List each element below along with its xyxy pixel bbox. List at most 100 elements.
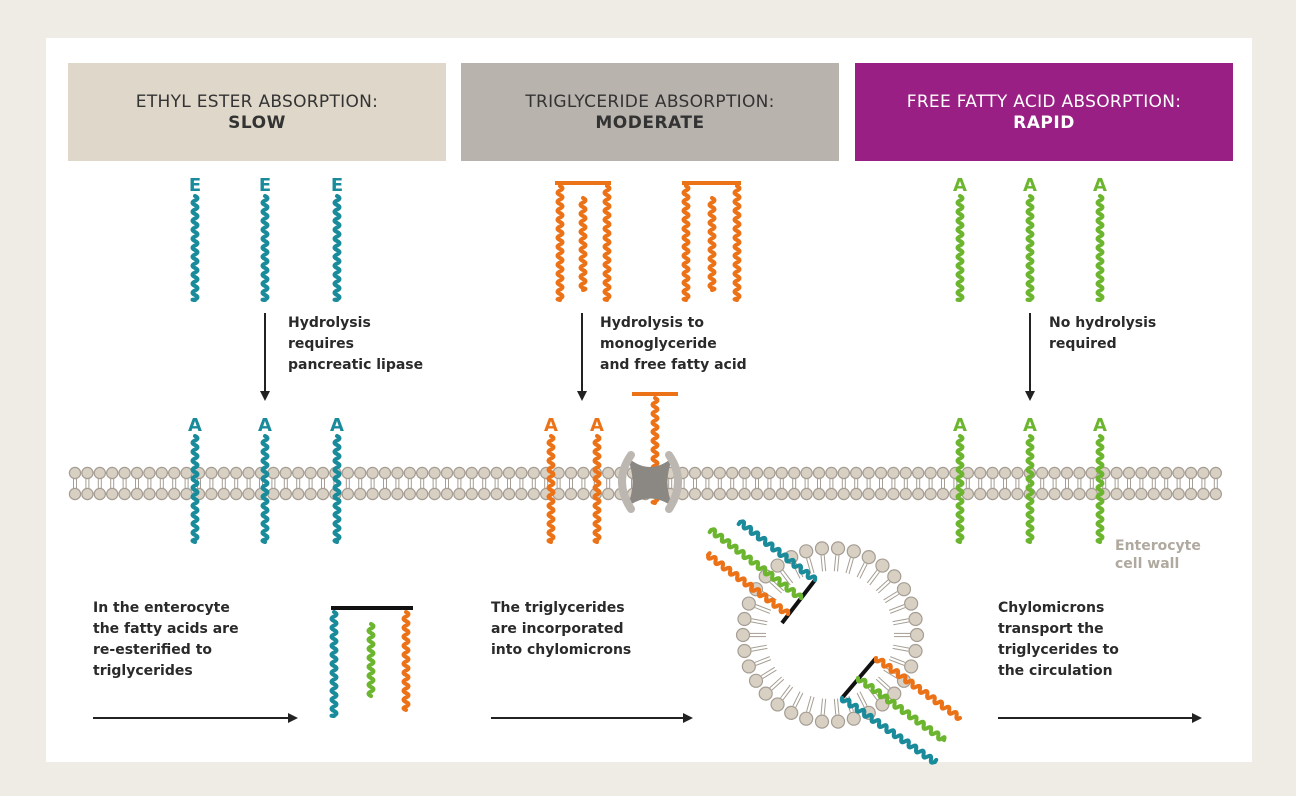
fatty-acid-chain [707,196,717,292]
lipid-head [292,487,305,501]
lipid-head [527,466,541,480]
lipid-head [1197,487,1210,501]
acid-label: A [1023,175,1037,196]
fatty-acid-chain [260,434,270,544]
lipid-head [1011,466,1024,480]
lipid-tail [754,607,770,614]
lipid-head [936,466,950,480]
lipid-head [403,466,416,480]
lipid-head [1197,466,1210,480]
lipid-head [688,466,702,480]
lipid-tail [883,669,898,679]
lipid-head [502,466,516,480]
lipid-head [564,487,578,501]
fatty-acid-chain [332,194,342,302]
lipid-head [465,466,478,480]
lipid-head [788,487,801,501]
lipid-head [143,487,156,501]
lipid-head [726,487,739,501]
fatty-acid-chain [955,434,965,544]
lipid-head [986,466,999,480]
lipid-tail [823,698,827,715]
lipid-tail [806,695,812,712]
lipid-tail [754,656,770,663]
lipid-tail [837,698,840,715]
lipid-head [837,466,851,480]
lipid-head [688,487,702,501]
fatty-acid-chain [578,196,588,292]
lipid-head [799,544,814,559]
header-free-fatty-acid-rate: RAPID [1013,112,1075,133]
lipid-head [180,466,193,480]
lipid-head [986,487,999,501]
lipid-head [68,466,82,480]
fatty-acid-chain [1025,434,1035,544]
lipid-head [1060,466,1074,480]
fatty-acid-chain [1025,194,1035,302]
lipid-head [874,487,888,501]
acid-label: A [1023,415,1037,436]
header-ethyl-ester: ETHYL ESTER ABSORPTION: SLOW [68,63,446,161]
lipid-head [527,487,541,501]
fatty-acid-chain [1095,434,1105,544]
note-line: triglycerides to [998,642,1119,658]
fatty-acid-chain [329,610,339,718]
lipid-head [304,487,317,501]
acid-label: A [188,415,202,436]
lipid-head [784,705,799,720]
acid-label: A [590,415,604,436]
lipid-head [515,487,528,501]
header-ethyl-ester-title: ETHYL ESTER ABSORPTION: [135,91,379,112]
lipid-tail [820,698,823,715]
lipid-head [1048,487,1061,501]
lipid-head [279,466,292,480]
lipid-head [770,697,785,712]
lipid-head [738,466,751,480]
lipid-tail [892,647,909,652]
lipid-tail [875,579,889,592]
lipid-tail [893,621,910,626]
lipid-tail [837,555,840,572]
lipid-head [242,466,255,480]
lipid-head [741,596,756,611]
lipid-head [974,466,987,480]
membrane-transporter-icon [618,451,682,513]
ester-label: E [259,175,271,196]
lipid-tail [859,691,868,707]
lipid-tail [780,684,791,699]
lipid-head [1172,487,1185,501]
fatty-acid-chain [366,622,376,698]
acid-label: A [258,415,272,436]
enterocyte-cell-wall-label: Enterocyte cell wall [1115,537,1201,573]
lipid-head [1209,487,1223,501]
acid-label: A [544,415,558,436]
fatty-acid-chain [839,696,939,765]
note-line: the circulation [998,663,1113,679]
lipid-head [770,558,785,573]
lipid-head [143,466,156,480]
lipid-head [887,466,900,480]
fatty-acid-chain [873,656,962,721]
lipid-head [1159,466,1173,480]
lipid-tail [751,647,768,652]
lipid-tail [792,691,801,707]
lipid-head [837,487,851,501]
note-hydrolysis-lipase: Hydrolysis requires pancreatic lipase [288,313,423,376]
lipid-head [229,466,243,480]
lipid-head [974,487,987,501]
lipid-head [205,466,218,480]
lipid-head [924,466,937,480]
lipid-head [1147,466,1161,480]
lipid-head [155,487,168,501]
lipid-tail [888,659,905,666]
note-line: into chylomicrons [491,642,632,658]
lipid-head [577,487,590,501]
lipid-tail [782,686,794,701]
lipid-head [304,466,317,480]
lipid-head [453,487,466,501]
lipid-head [799,711,814,726]
lipid-tail [762,669,777,679]
fatty-acid-chain [332,434,342,544]
lipid-head [713,487,727,501]
lipid-tail [769,581,782,594]
